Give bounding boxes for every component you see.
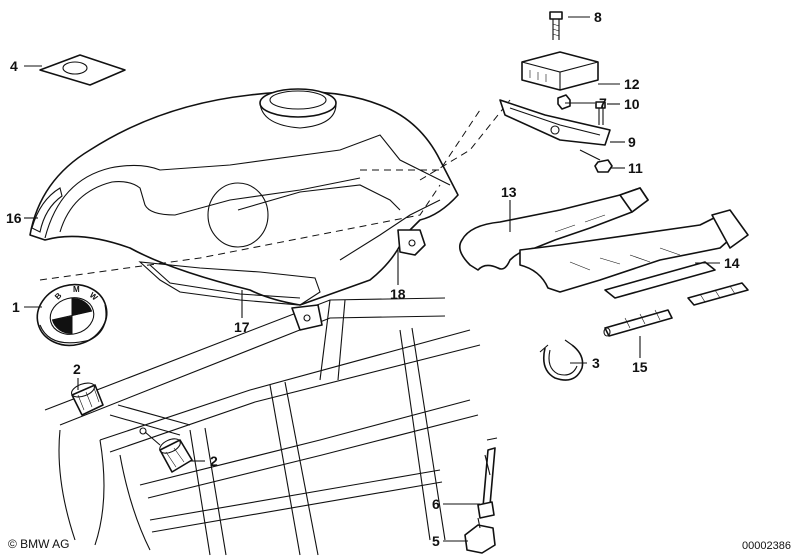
- rubber-cap-lower-drawing: [139, 427, 193, 473]
- bmw-emblem-drawing: B M W: [36, 283, 108, 347]
- emblem-plate-drawing: [39, 54, 126, 86]
- callout-4: 4: [10, 58, 18, 74]
- callout-11: 11: [628, 160, 643, 176]
- callout-15: 15: [632, 359, 648, 375]
- frame-drawing: [44, 297, 481, 556]
- callout-6: 6: [432, 496, 440, 512]
- rubber-cap-upper-drawing: [70, 382, 104, 416]
- emblem-letter-w: W: [88, 291, 100, 303]
- fuel-tank-drawing: [29, 88, 511, 331]
- emblem-letter-b: B: [53, 291, 64, 302]
- callout-18: 18: [390, 286, 406, 302]
- callout-13: 13: [501, 184, 517, 200]
- callout-7: 7: [599, 95, 607, 111]
- callout-12: 12: [624, 76, 640, 92]
- callout-17: 17: [234, 319, 250, 335]
- callout-2-lower: 2: [210, 453, 218, 469]
- callout-3: 3: [592, 355, 600, 371]
- callout-labels: 1 2 2 3 4 5 6 7 8 9 10 11 12 13 14 15 16…: [6, 9, 740, 549]
- callout-2-upper: 2: [73, 361, 81, 377]
- copyright-notice: © BMW AG: [8, 537, 70, 551]
- callout-16: 16: [6, 210, 22, 226]
- emblem-letter-m: M: [73, 285, 80, 294]
- callout-14: 14: [724, 255, 740, 271]
- rubber-mount-drawing: [459, 187, 749, 293]
- hose-clamp-drawing: [539, 339, 584, 381]
- callout-8: 8: [594, 9, 602, 25]
- callout-10: 10: [624, 96, 640, 112]
- mounting-hardware-drawing: [499, 11, 613, 173]
- leader-lines: [24, 16, 720, 542]
- callout-5: 5: [432, 533, 440, 549]
- fuel-tap-drawing: [464, 437, 498, 554]
- callout-1: 1: [12, 299, 20, 315]
- foam-strips-drawing: [603, 261, 749, 337]
- callout-9: 9: [628, 134, 636, 150]
- diagram-number: 00002386: [742, 540, 791, 552]
